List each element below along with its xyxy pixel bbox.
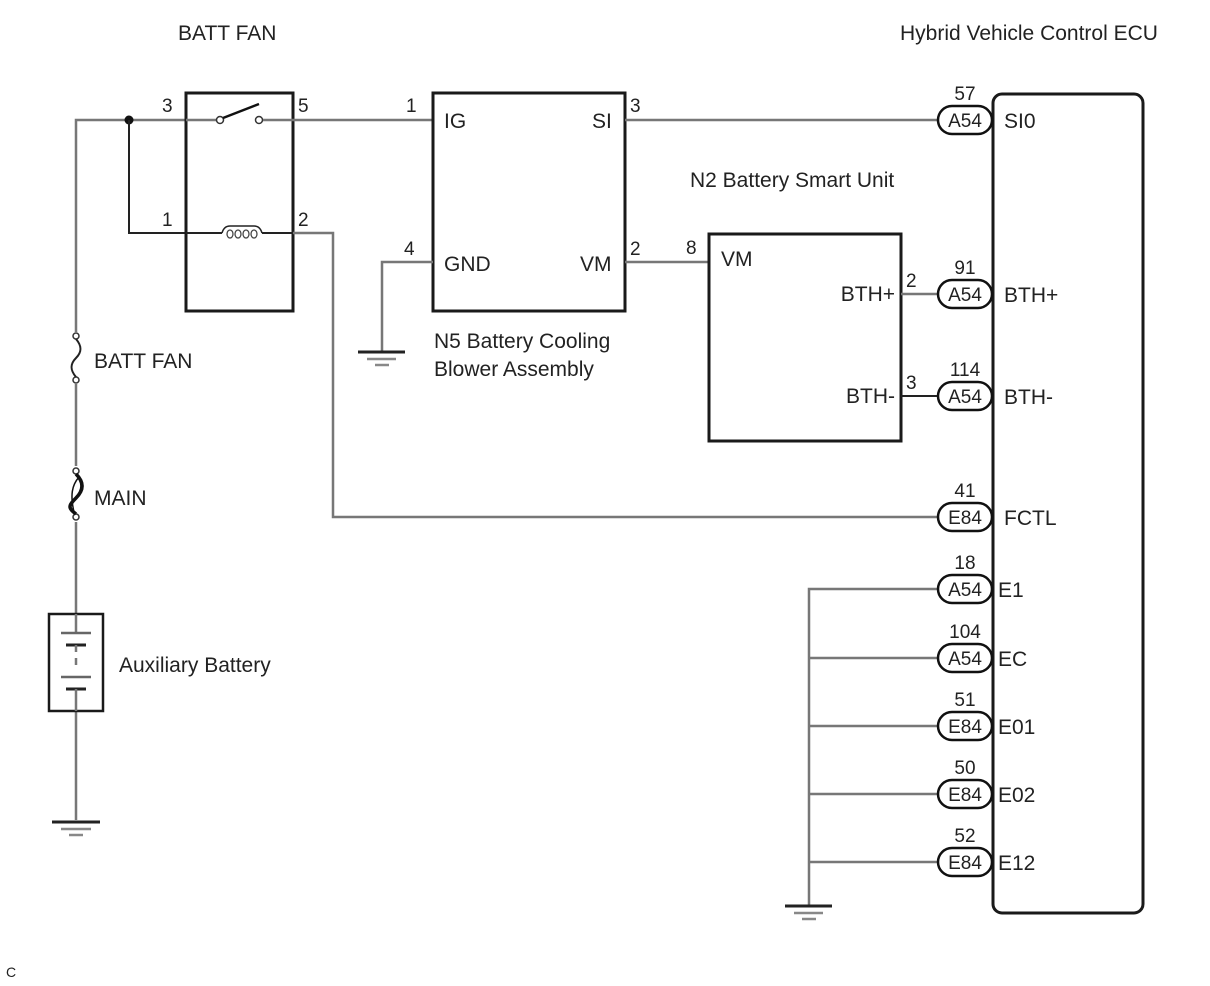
smart-unit-pin-2: 2	[906, 271, 917, 292]
terminal-pin-number: 114	[950, 360, 981, 381]
terminal-name: FCTL	[1004, 507, 1057, 530]
relay-pin-1: 1	[162, 210, 173, 231]
fuse-main-icon	[66, 466, 86, 522]
ecu-title: Hybrid Vehicle Control ECU	[900, 22, 1158, 45]
terminal-pin-number: 18	[954, 553, 975, 574]
terminal-pin-number: 51	[954, 690, 975, 711]
relay-pin-2: 2	[298, 210, 309, 231]
connector-pill	[936, 778, 994, 810]
connector-code: E84	[948, 717, 982, 738]
smart-unit-bthp-label: BTH+	[841, 283, 895, 306]
relay-pin-5: 5	[298, 96, 309, 117]
connector-code: A54	[948, 649, 982, 670]
fuse-batt-fan-label: BATT FAN	[94, 350, 192, 373]
connector-code: E84	[948, 785, 982, 806]
connector-code: A54	[948, 387, 982, 408]
aux-battery-label: Auxiliary Battery	[119, 654, 271, 677]
terminal-pin-number: 50	[954, 758, 975, 779]
terminal-name: E1	[998, 579, 1024, 602]
connector-pill	[936, 501, 994, 533]
smart-unit-pin-3: 3	[906, 373, 917, 394]
terminal-pin-number: 104	[949, 622, 981, 643]
coil-feed-wire	[128, 120, 186, 234]
smart-unit-title: N2 Battery Smart Unit	[690, 169, 894, 192]
wire-blower-gnd	[380, 260, 433, 351]
blower-title-line2: Blower Assembly	[434, 358, 594, 381]
terminal-pin-number: 57	[954, 84, 975, 105]
terminal-name: EC	[998, 648, 1027, 671]
blower-pin-4: 4	[404, 239, 415, 260]
wire-relay2-to-fctl	[293, 231, 938, 519]
connector-pill	[936, 573, 994, 605]
blower-pin-2: 2	[630, 239, 641, 260]
footer-code: C	[6, 964, 16, 980]
fuse-batt-fan-icon	[68, 332, 84, 384]
blower-si-label: SI	[592, 110, 612, 133]
connector-code: A54	[948, 111, 982, 132]
relay-switch-icon	[186, 102, 293, 125]
blower-box	[431, 91, 627, 313]
supply-wire	[74, 118, 186, 820]
terminal-pin-number: 41	[954, 481, 975, 502]
ecu-box	[991, 92, 1145, 915]
terminal-name: BTH+	[1004, 284, 1058, 307]
blower-ig-label: IG	[444, 110, 466, 133]
connector-pill	[936, 380, 994, 412]
connector-pill	[936, 710, 994, 742]
smart-unit-box	[707, 232, 903, 443]
connector-pill	[936, 104, 994, 136]
blower-gnd-label: GND	[444, 253, 491, 276]
blower-title-line1: N5 Battery Cooling	[434, 330, 610, 353]
connector-pill	[936, 846, 994, 878]
connector-code: A54	[948, 285, 982, 306]
relay-title: BATT FAN	[178, 22, 276, 45]
terminal-pin-number: 91	[954, 258, 975, 279]
blower-vm-label: VM	[580, 253, 612, 276]
ground-icon	[358, 350, 405, 367]
terminal-name: SI0	[1004, 110, 1036, 133]
connector-pill	[936, 642, 994, 674]
terminal-name: E12	[998, 852, 1035, 875]
connector-code: E84	[948, 853, 982, 874]
smart-unit-bthm-label: BTH-	[846, 385, 895, 408]
relay-coil-icon	[186, 225, 293, 239]
smart-unit-vm-label: VM	[721, 248, 753, 271]
wire-ecu-ground-bus	[807, 587, 938, 905]
connector-code: A54	[948, 580, 982, 601]
fuse-main-label: MAIN	[94, 487, 147, 510]
smart-unit-pin-8: 8	[686, 238, 697, 259]
relay-box	[184, 91, 295, 313]
terminal-pin-number: 52	[954, 826, 975, 847]
ground-icon	[785, 904, 832, 921]
connector-code: E84	[948, 508, 982, 529]
terminal-name: E02	[998, 784, 1035, 807]
auxiliary-battery-icon	[47, 612, 105, 713]
ground-icon	[52, 820, 100, 837]
relay-pin-3: 3	[162, 96, 173, 117]
terminal-name: BTH-	[1004, 386, 1053, 409]
terminal-name: E01	[998, 716, 1035, 739]
connector-pill	[936, 278, 994, 310]
blower-pin-1: 1	[406, 96, 417, 117]
blower-pin-3: 3	[630, 96, 641, 117]
